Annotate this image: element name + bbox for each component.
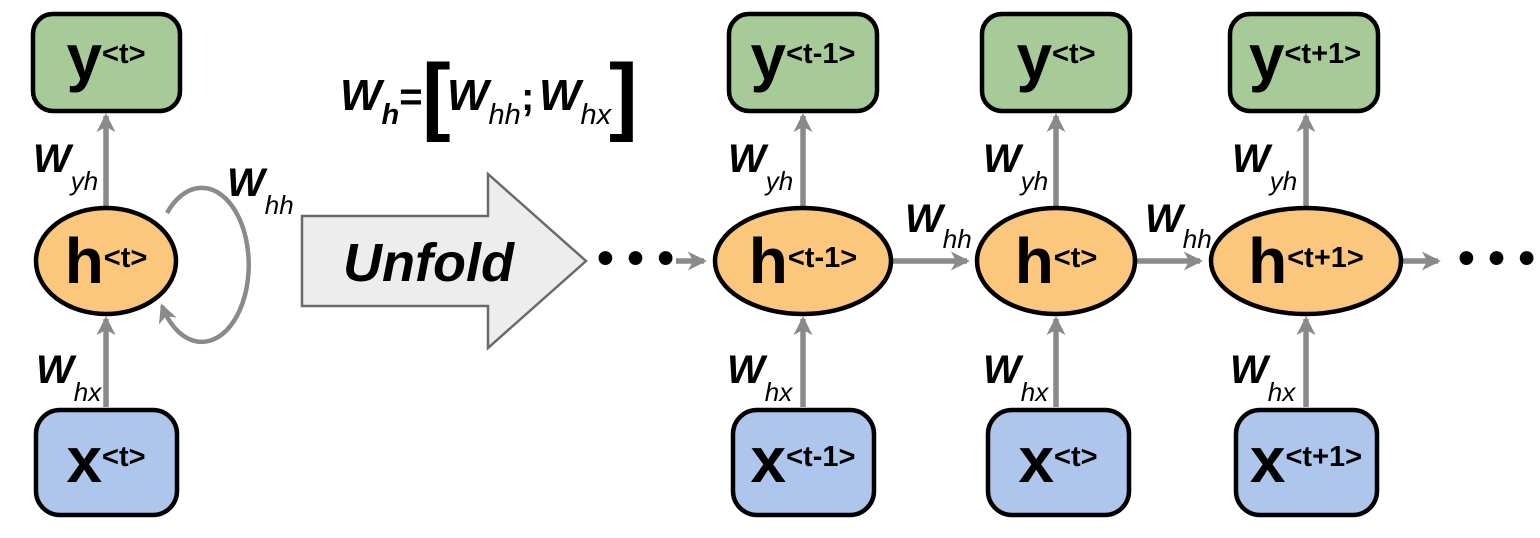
formula-separator: ; — [521, 75, 534, 119]
input-node-t-plus-1 — [1233, 407, 1380, 518]
input-node-t — [985, 407, 1132, 518]
folded-input-node — [33, 407, 180, 518]
hidden-label-t: h<t> — [1015, 225, 1098, 297]
output-node-t-minus-1 — [726, 11, 880, 114]
input-label-t: x<t> — [1018, 424, 1097, 496]
input-label-t-plus-1: x<t+1> — [1250, 424, 1362, 496]
ellipsis-left: • • • — [597, 232, 674, 285]
weight-concat-formula: Wh= [ Whh ; Whx ] — [340, 47, 638, 143]
input-label-t-minus-1: x<t-1> — [751, 424, 856, 496]
output-node-t-plus-1 — [1227, 11, 1381, 114]
unfolded-w-hh-label-1: Whh — [905, 197, 972, 254]
timestep-column-t-minus-1: y<t-1> Wyh h<t-1> Whx x<t-1> — [712, 11, 894, 518]
formula-term1: Whh — [447, 71, 521, 131]
folded-w-hx-label: Whx — [36, 348, 102, 407]
w-hx-label-t-plus-1: Whx — [1230, 348, 1296, 407]
unfold-arrow: Unfold — [300, 171, 588, 351]
formula-lhs: Wh= — [340, 71, 423, 131]
w-yh-label-t: Wyh — [983, 137, 1048, 196]
unfold-arrow-shape — [300, 171, 588, 351]
w-hx-label-t: Whx — [983, 348, 1049, 407]
folded-w-hh-label: Whh — [227, 161, 294, 220]
formula-close-bracket: ] — [609, 47, 638, 143]
folded-output-node — [30, 11, 183, 114]
unfolded-w-hh-label-2: Whh — [1145, 197, 1212, 254]
output-label-t-minus-1: y<t-1> — [751, 21, 856, 93]
w-yh-label-t-plus-1: Wyh — [1232, 137, 1297, 196]
output-node-t — [979, 11, 1133, 114]
input-node-t-minus-1 — [730, 407, 877, 518]
ellipsis-right: • • • — [1458, 232, 1535, 285]
hidden-label-t-plus-1: h<t+1> — [1248, 225, 1364, 297]
hidden-node-t-plus-1 — [1208, 205, 1404, 317]
hidden-node-t-minus-1 — [712, 205, 894, 317]
folded-input-label: x<t> — [66, 424, 145, 496]
unfolded-rnn: Whh Whh y<t-1> Wyh h<t-1> Whx x<t-1> y<t… — [676, 11, 1441, 518]
folded-recurrent-loop-arrow — [158, 185, 251, 345]
folded-hidden-node — [33, 205, 179, 317]
folded-output-label: y<t> — [66, 21, 145, 93]
folded-w-yh-label: Wyh — [33, 137, 98, 196]
w-yh-label-t-minus-1: Wyh — [728, 137, 793, 196]
output-label-t-plus-1: y<t+1> — [1249, 21, 1361, 93]
w-hx-label-t-minus-1: Whx — [727, 348, 793, 407]
hidden-label-t-minus-1: h<t-1> — [749, 225, 857, 297]
hidden-node-t — [974, 205, 1138, 317]
formula-term2: Whx — [539, 71, 613, 131]
folded-hidden-label: h<t> — [65, 225, 148, 297]
formula-open-bracket: [ — [422, 47, 451, 143]
timestep-column-t-plus-1: y<t+1> Wyh h<t+1> Whx x<t+1> — [1208, 11, 1404, 518]
folded-rnn: y<t> Wyh Whh h<t> Whx x<t> — [30, 11, 294, 518]
unfold-arrow-label: Unfold — [343, 233, 515, 293]
timestep-column-t: y<t> Wyh h<t> Whx x<t> — [974, 11, 1138, 518]
output-label-t: y<t> — [1016, 21, 1095, 93]
